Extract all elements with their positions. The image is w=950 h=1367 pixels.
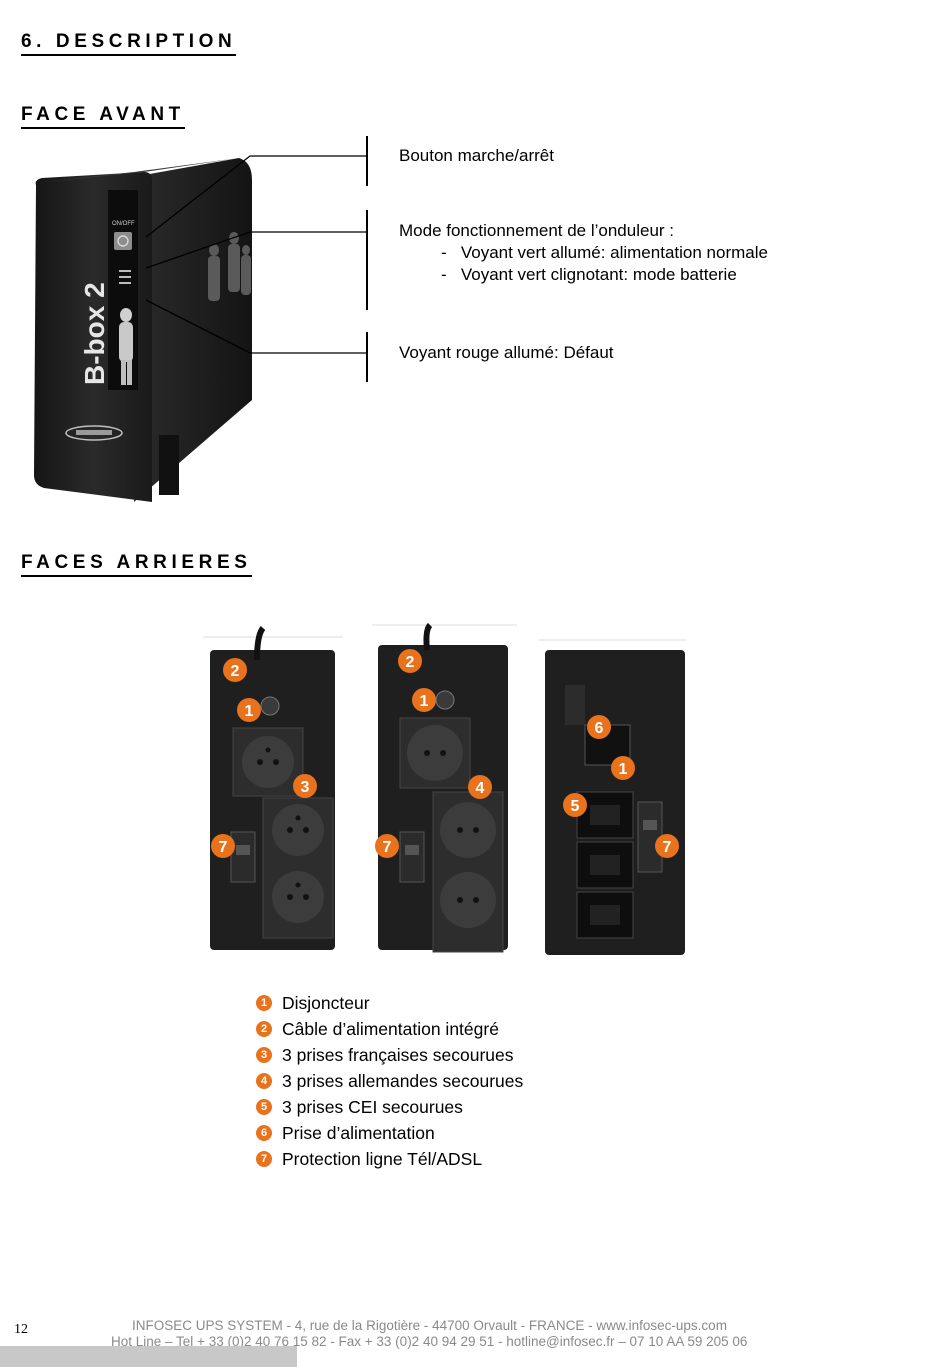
badge-de-4: 4 [468, 775, 492, 799]
legend-number-badge: 4 [256, 1073, 272, 1089]
svg-text:3: 3 [301, 779, 310, 796]
svg-text:7: 7 [663, 839, 672, 856]
onoff-label: ON/OFF [112, 221, 135, 227]
legend-number-badge: 1 [256, 995, 272, 1011]
section-heading-face-avant: FACE AVANT [21, 104, 185, 129]
svg-text:6: 6 [595, 720, 604, 737]
svg-text:1: 1 [245, 703, 254, 720]
callout-bracket-button [366, 136, 368, 186]
badge-de-2: 2 [398, 649, 422, 673]
callout-mode-title: Mode fonctionnement de l’onduleur : [399, 221, 675, 240]
legend-number-badge: 2 [256, 1021, 272, 1037]
footer-address: INFOSEC UPS SYSTEM - 4, rue de la Rigoti… [132, 1318, 727, 1333]
badge-fr-2: 2 [223, 658, 247, 682]
front-callout-lines [145, 155, 366, 354]
legend-number-badge: 6 [256, 1125, 272, 1141]
rear-devices-image [203, 622, 687, 955]
badge-fr-7: 7 [211, 834, 235, 858]
svg-text:4: 4 [476, 780, 485, 797]
legend-number-badge: 3 [256, 1047, 272, 1063]
badge-iec-1: 1 [611, 756, 635, 780]
rear-unit-french [210, 626, 335, 950]
front-brand-text: B-box 2 [79, 282, 110, 385]
badge-fr-1: 1 [237, 698, 261, 722]
legend-number-badge: 7 [256, 1151, 272, 1167]
svg-text:7: 7 [219, 839, 228, 856]
rear-unit-german [378, 622, 508, 953]
badge-iec-6: 6 [587, 715, 611, 739]
callout-mode-item: - Voyant vert allumé: alimentation norma… [441, 243, 768, 262]
callout-button-text: Bouton marche/arrêt [399, 146, 554, 165]
callout-bracket-mode [366, 210, 368, 310]
svg-text:5: 5 [571, 798, 580, 815]
section-heading-faces-arrieres: FACES ARRIERES [21, 552, 252, 577]
rear-unit-iec [545, 650, 685, 955]
footer-hotline: Hot Line – Tel + 33 (0)2 40 76 15 82 - F… [111, 1334, 748, 1349]
callout-bracket-fault [366, 332, 368, 382]
svg-text:7: 7 [383, 839, 392, 856]
badge-de-7: 7 [375, 834, 399, 858]
badge-iec-5: 5 [563, 793, 587, 817]
badge-fr-3: 3 [293, 774, 317, 798]
callout-fault-text: Voyant rouge allumé: Défaut [399, 343, 614, 362]
svg-text:1: 1 [619, 761, 628, 778]
badge-de-1: 1 [412, 688, 436, 712]
front-device-image: ON/OFF B-box 2 [34, 158, 252, 502]
rear-number-badges: 2 1 3 7 2 1 4 7 6 1 5 7 [211, 649, 679, 858]
svg-text:2: 2 [231, 663, 240, 680]
footer-gray-bar [0, 1346, 297, 1367]
svg-text:1: 1 [420, 693, 429, 710]
badge-iec-7: 7 [655, 834, 679, 858]
legend-number-badge: 5 [256, 1099, 272, 1115]
callout-mode-item: - Voyant vert clignotant: mode batterie [441, 265, 737, 284]
page-number: 12 [14, 1322, 28, 1337]
svg-text:2: 2 [406, 654, 415, 671]
section-heading-description: 6. DESCRIPTION [21, 31, 237, 56]
